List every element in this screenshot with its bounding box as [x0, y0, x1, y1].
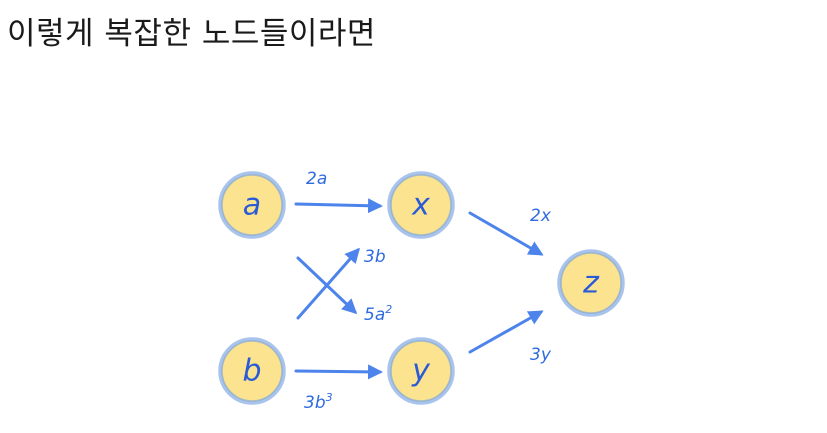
edge-b-to-x — [296, 247, 360, 320]
node-y-rim — [390, 340, 452, 402]
edge-a-to-x — [294, 198, 383, 214]
edge-label-b-to-y: 3b3 — [304, 391, 333, 413]
node-b: b — [218, 337, 286, 405]
node-x-label: x — [411, 188, 430, 223]
edge-label-x-to-z: 2x — [530, 206, 552, 226]
node-y-label: y — [411, 354, 431, 389]
slide-title: 이렇게 복잡한 노드들이라면 — [7, 16, 376, 52]
node-z-label: z — [582, 266, 600, 301]
node-b-circle — [218, 337, 286, 405]
edge-b-to-y — [294, 364, 383, 380]
edge-label-a-to-x: 2a — [306, 169, 327, 189]
node-b-rim — [221, 340, 283, 402]
node-x: x — [387, 171, 455, 239]
edge-y-to-z — [468, 310, 544, 354]
node-a: a — [218, 171, 286, 239]
node-x-rim — [390, 174, 452, 236]
edge-label-b-to-x: 3b — [364, 247, 386, 267]
node-y: y — [387, 337, 455, 405]
node-b-label: b — [242, 354, 261, 389]
node-x-circle — [387, 171, 455, 239]
edge-label-y-to-z: 3y — [530, 345, 552, 365]
node-a-label: a — [243, 188, 261, 223]
edge-labels: 2a 3b 5a2 3b3 2x 3y — [304, 169, 552, 413]
edges — [294, 198, 544, 380]
node-a-rim — [221, 174, 283, 236]
edge-a-to-y — [296, 256, 358, 315]
edge-label-a-to-y: 5a2 — [364, 303, 392, 325]
node-z-rim — [560, 252, 622, 314]
node-z-circle — [557, 249, 625, 317]
node-z: z — [557, 249, 625, 317]
edge-x-to-z — [468, 211, 544, 256]
node-a-circle — [218, 171, 286, 239]
node-y-circle — [387, 337, 455, 405]
